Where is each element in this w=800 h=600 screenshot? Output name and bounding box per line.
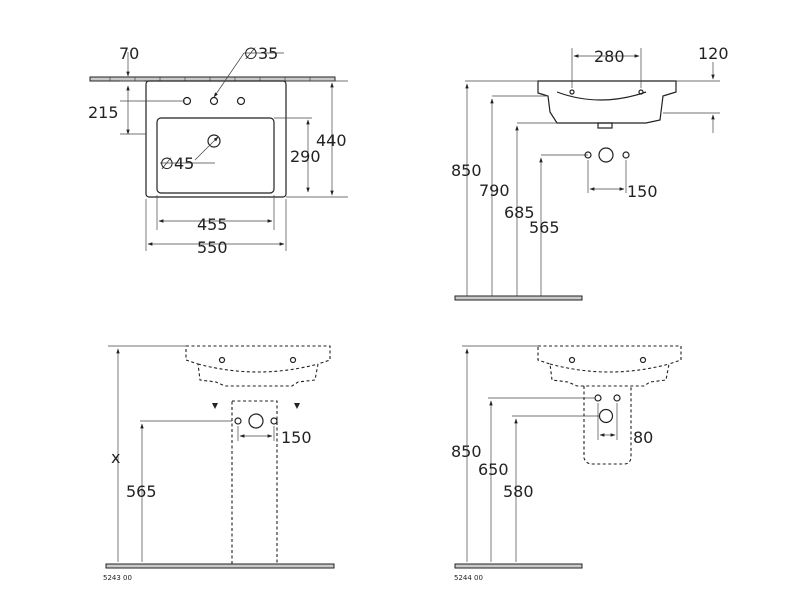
dim-550: 550 (197, 238, 228, 257)
dim-850-semi: 850 (451, 442, 482, 461)
bowl-outline (156, 117, 275, 194)
dim-150-side: 150 (627, 182, 658, 201)
dim-dia-35: ∅35 (244, 44, 278, 63)
dim-580: 580 (503, 482, 534, 501)
dim-565: 565 (529, 218, 560, 237)
product-code-5244: 5244 00 (454, 574, 483, 582)
floor-strip-semi (454, 563, 583, 569)
dim-790: 790 (479, 181, 510, 200)
floor-strip-side (454, 295, 583, 301)
dim-x: x (111, 448, 120, 467)
dim-440: 440 (316, 131, 347, 150)
dim-650: 650 (478, 460, 509, 479)
pedestal-view: 150 x 565 5243 00 (103, 345, 335, 582)
semi-pedestal-view: 80 850 650 580 5244 00 (451, 345, 682, 582)
dim-290: 290 (290, 147, 321, 166)
dim-280: 280 (594, 47, 625, 66)
dim-120: 120 (698, 44, 729, 63)
dim-215: 215 (88, 103, 119, 122)
dim-150-pedestal: 150 (281, 428, 312, 447)
dim-685: 685 (504, 203, 535, 222)
side-basin-outline (537, 80, 677, 124)
side-view: 280 120 850 790 685 565 150 (451, 44, 729, 301)
top-view: 70 215 ∅35 ∅45 290 440 455 550 (88, 44, 348, 257)
product-code-5243: 5243 00 (103, 574, 132, 582)
dim-80: 80 (633, 428, 653, 447)
dim-dia-45: ∅45 (160, 154, 194, 173)
dim-455: 455 (197, 215, 228, 234)
drain-hole (207, 134, 221, 148)
dim-70: 70 (119, 44, 139, 63)
tap-hole-right (236, 96, 246, 106)
floor-strip-pedestal (105, 563, 335, 569)
dim-850: 850 (451, 161, 482, 180)
basin-outline (145, 80, 287, 198)
tap-hole-center (209, 96, 219, 106)
dim-565-pedestal: 565 (126, 482, 157, 501)
